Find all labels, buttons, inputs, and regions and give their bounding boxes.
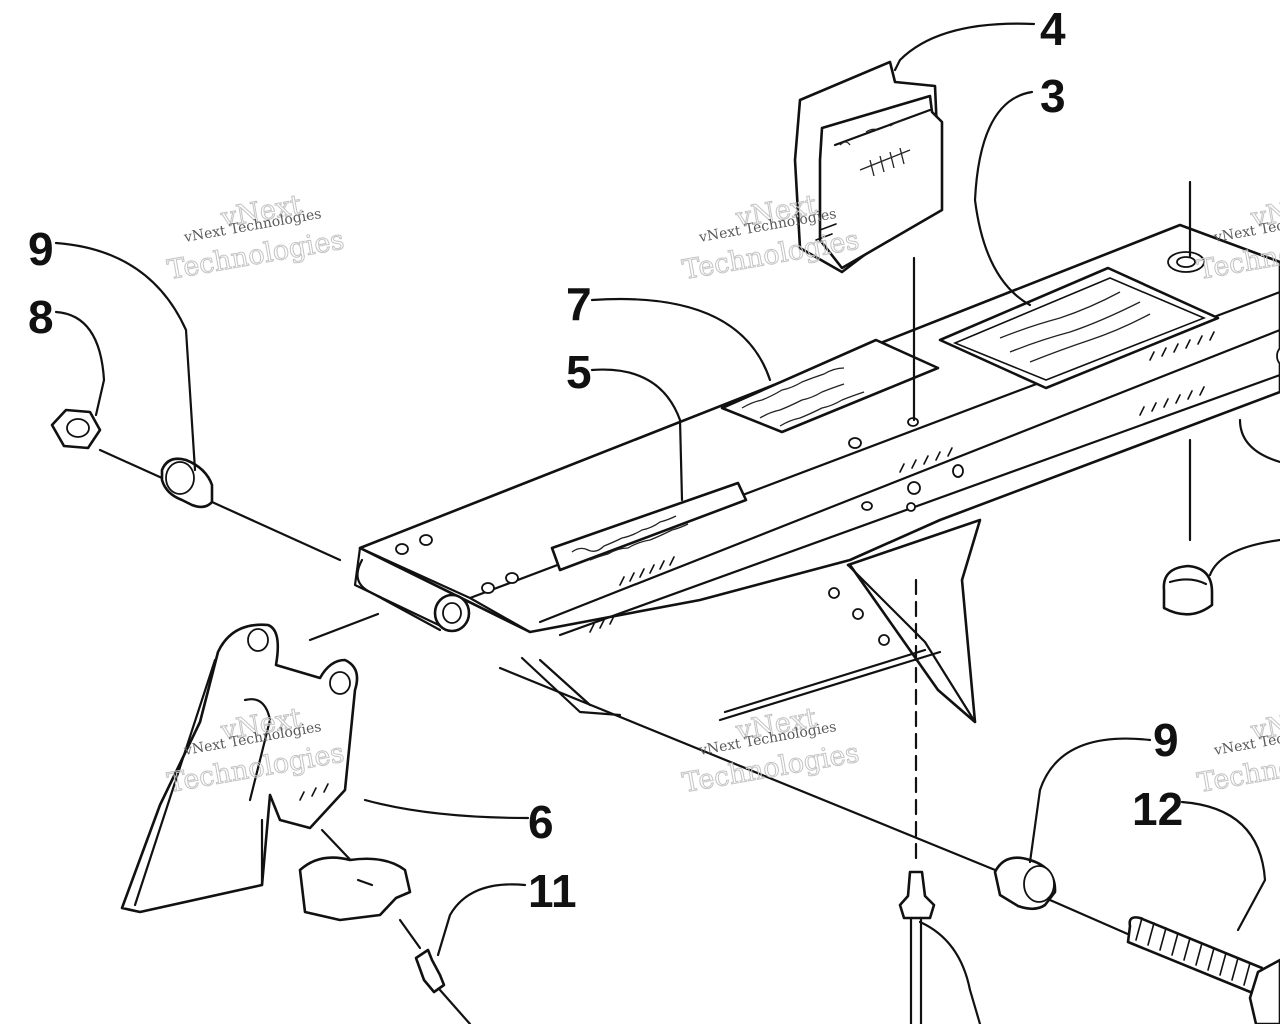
decal-3 xyxy=(938,266,1220,390)
callout-8: 8 xyxy=(28,291,54,343)
callout-9-right: 9 xyxy=(1153,714,1179,766)
callout-9-left: 9 xyxy=(28,223,54,275)
callout-6: 6 xyxy=(528,796,554,848)
nut-part-8 xyxy=(50,408,164,480)
decal-7 xyxy=(720,338,940,434)
clip-part-4 xyxy=(793,60,944,422)
bracket-part-6 xyxy=(120,623,422,950)
callout-5: 5 xyxy=(566,346,592,398)
callout-11: 11 xyxy=(528,865,577,917)
callout-3: 3 xyxy=(1040,70,1066,122)
axis-line-right xyxy=(498,666,1132,937)
bushing-part-9-right xyxy=(993,856,1057,911)
grommet-right xyxy=(1162,180,1214,616)
rivet-center xyxy=(898,578,936,1024)
callout-4: 4 xyxy=(1040,3,1066,55)
bolt-part-12 xyxy=(1126,916,1280,1024)
bushing-part-9-left xyxy=(160,457,380,642)
decal-5 xyxy=(550,481,748,572)
watermark-1: vNext vNext Technologies Technologies xyxy=(165,189,347,287)
callout-12: 12 xyxy=(1132,783,1183,835)
rivet-part-11 xyxy=(414,948,472,1024)
watermark-6: vNext vNext Technologies Technologies xyxy=(1195,702,1280,800)
callout-labels: 4 3 7 5 9 8 6 11 9 12 xyxy=(28,3,1183,917)
callout-7: 7 xyxy=(566,278,592,330)
watermark-5: vNext vNext Technologies Technologies xyxy=(680,702,862,800)
leader-lines xyxy=(54,22,1280,1024)
